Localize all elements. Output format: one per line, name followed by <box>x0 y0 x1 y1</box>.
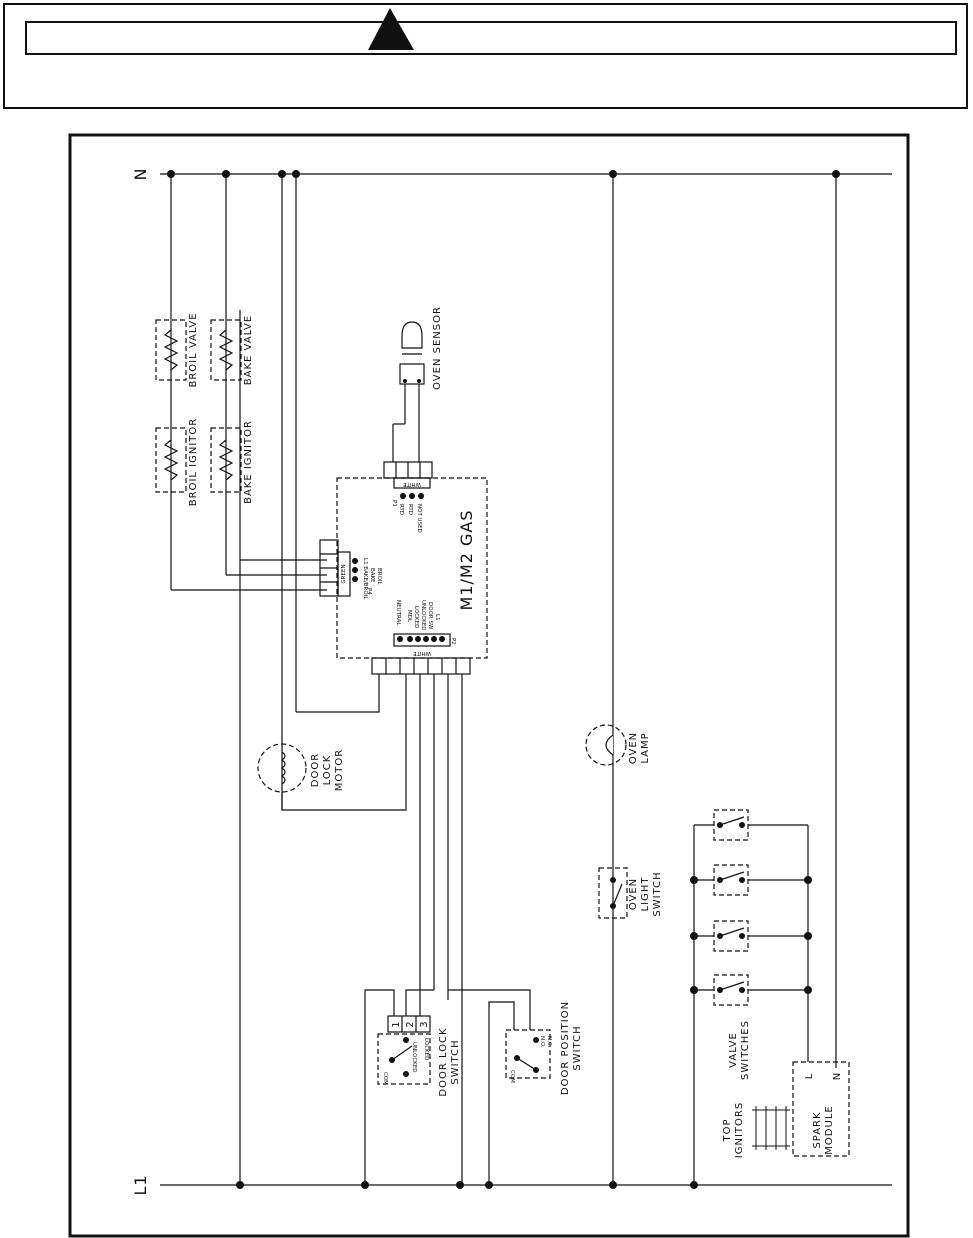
ignitor-symbols <box>752 1106 790 1150</box>
valve-switches-label-2: SWITCHES <box>740 1020 751 1080</box>
spark-module-label-2: MODULE <box>824 1105 835 1154</box>
oven-light-switch-label-2: LIGHT <box>640 877 651 912</box>
broil-valve: BROIL VALVE <box>155 312 199 388</box>
door-lock-switch-label-1: DOOR LOCK <box>438 1027 449 1096</box>
door-lock-motor-label-1: DOOR <box>310 753 321 787</box>
spark-module-terminal-n: N <box>832 1072 843 1080</box>
door-lock-motor-label-3: MOTOR <box>334 749 345 791</box>
bake-valve-label: BAKE VALVE <box>243 315 254 385</box>
p4-id: P4 <box>366 588 372 595</box>
p2-id: P2 <box>450 638 456 645</box>
bake-ignitor: BAKE IGNITOR <box>210 420 254 504</box>
oven-sensor: OVEN SENSOR <box>392 306 443 462</box>
p2-label-doorsw: DOOR SW <box>427 602 433 630</box>
p2-label-mdl: MDL <box>406 610 412 623</box>
connector-p1: WHITE P1 RTD RTD NOT USED <box>383 461 433 533</box>
spark-module-label-1: SPARK <box>812 1111 823 1148</box>
door-lock-unlocked: UNLOCKED <box>411 1042 417 1073</box>
control-board: M1/M2 GAS GREEN P4 L1 BAKE/BROIL BAKE BR… <box>319 461 488 675</box>
warning-header-bar <box>25 21 957 55</box>
line1-label: L1 <box>131 1174 150 1195</box>
door-position-switch-label-2: SWITCH <box>572 1025 583 1070</box>
p2-label-unlocked: UNLOCKED <box>420 600 426 631</box>
oven-light-switch-label-1: OVEN <box>628 878 639 910</box>
p4-color: GREEN <box>341 564 347 583</box>
door-position-nc: N.C. <box>546 1036 552 1048</box>
neutral-label: N <box>131 168 150 181</box>
warning-box <box>3 3 968 109</box>
control-title: M1/M2 GAS <box>457 510 476 611</box>
door-lock-com: COM <box>382 1072 388 1085</box>
top-ignitors-label-2: IGNITORS <box>734 1102 745 1158</box>
p2-label-neutral: NEUTRAL <box>395 600 401 626</box>
bake-valve: BAKE VALVE <box>210 315 254 385</box>
door-position-com: COM <box>509 1070 515 1083</box>
door-position-no: N.O. <box>539 1036 545 1048</box>
spark-module-terminal-l: L <box>804 1073 815 1080</box>
p1-label-rtd1: RTD <box>398 504 404 515</box>
p4-label-broil: BROIL <box>376 568 382 586</box>
line1-rail: L1 <box>131 1174 892 1196</box>
broil-ignitor: BROIL IGNITOR <box>155 418 199 506</box>
door-position-switch: COM N.O. N.C. DOOR POSITION SWITCH <box>505 1001 583 1095</box>
oven-lamp: OVEN LAMP <box>585 724 651 766</box>
p1-id: P1 <box>391 500 397 507</box>
p1-label-rtd2: RTD <box>407 504 413 515</box>
p4-label-bake: BAKE <box>369 568 375 583</box>
warning-triangle-icon <box>368 8 414 50</box>
p4-label-l1: L1 BAKE/BROIL <box>362 558 368 600</box>
connector-p4: GREEN P4 L1 BAKE/BROIL BAKE BROIL <box>319 539 382 600</box>
top-ignitors: TOP IGNITORS <box>722 1102 790 1158</box>
door-lock-locked: LOCKED <box>423 1038 429 1060</box>
neutral-rail: N <box>131 168 892 181</box>
door-lock-terminal-2: 2 <box>405 1020 416 1027</box>
oven-sensor-label: OVEN SENSOR <box>432 306 443 390</box>
door-lock-switch: 1 2 3 COM UNLOCKED LOCKED DOOR LOCK SWIT… <box>377 1015 461 1097</box>
broil-ignitor-label: BROIL IGNITOR <box>188 418 199 506</box>
diagram-frame <box>68 133 910 1238</box>
p1-label-notused: NOT USED <box>416 504 422 533</box>
top-ignitors-label-1: TOP <box>722 1118 733 1142</box>
connector-p2: WHITE P2 NEUTRAL MDL LOCKED UNLOCKED DOO… <box>371 600 471 675</box>
oven-light-switch: OVEN LIGHT SWITCH <box>598 867 663 919</box>
p1-color: WHITE <box>402 481 421 487</box>
spark-module: L N SPARK MODULE <box>792 1061 850 1157</box>
door-lock-motor: DOOR LOCK MOTOR <box>257 674 407 811</box>
door-lock-terminal-1: 1 <box>391 1020 402 1027</box>
p2-label-locked: LOCKED <box>413 606 419 628</box>
valve-switches-label-1: VALVE <box>728 1032 739 1068</box>
oven-lamp-label-1: OVEN <box>628 732 639 764</box>
oven-lamp-label-2: LAMP <box>640 732 651 763</box>
broil-valve-label: BROIL VALVE <box>188 312 199 387</box>
oven-light-switch-label-3: SWITCH <box>652 871 663 916</box>
valve-switches: VALVE SWITCHES <box>690 809 812 1185</box>
door-lock-terminal-3: 3 <box>419 1020 430 1027</box>
door-lock-motor-label-2: LOCK <box>322 755 333 786</box>
door-lock-switch-label-2: SWITCH <box>450 1039 461 1084</box>
p2-label-l1: L1 <box>434 614 440 621</box>
p2-color: WHITE <box>412 650 431 656</box>
bake-ignitor-label: BAKE IGNITOR <box>243 420 254 504</box>
door-position-switch-label-1: DOOR POSITION <box>560 1001 571 1095</box>
